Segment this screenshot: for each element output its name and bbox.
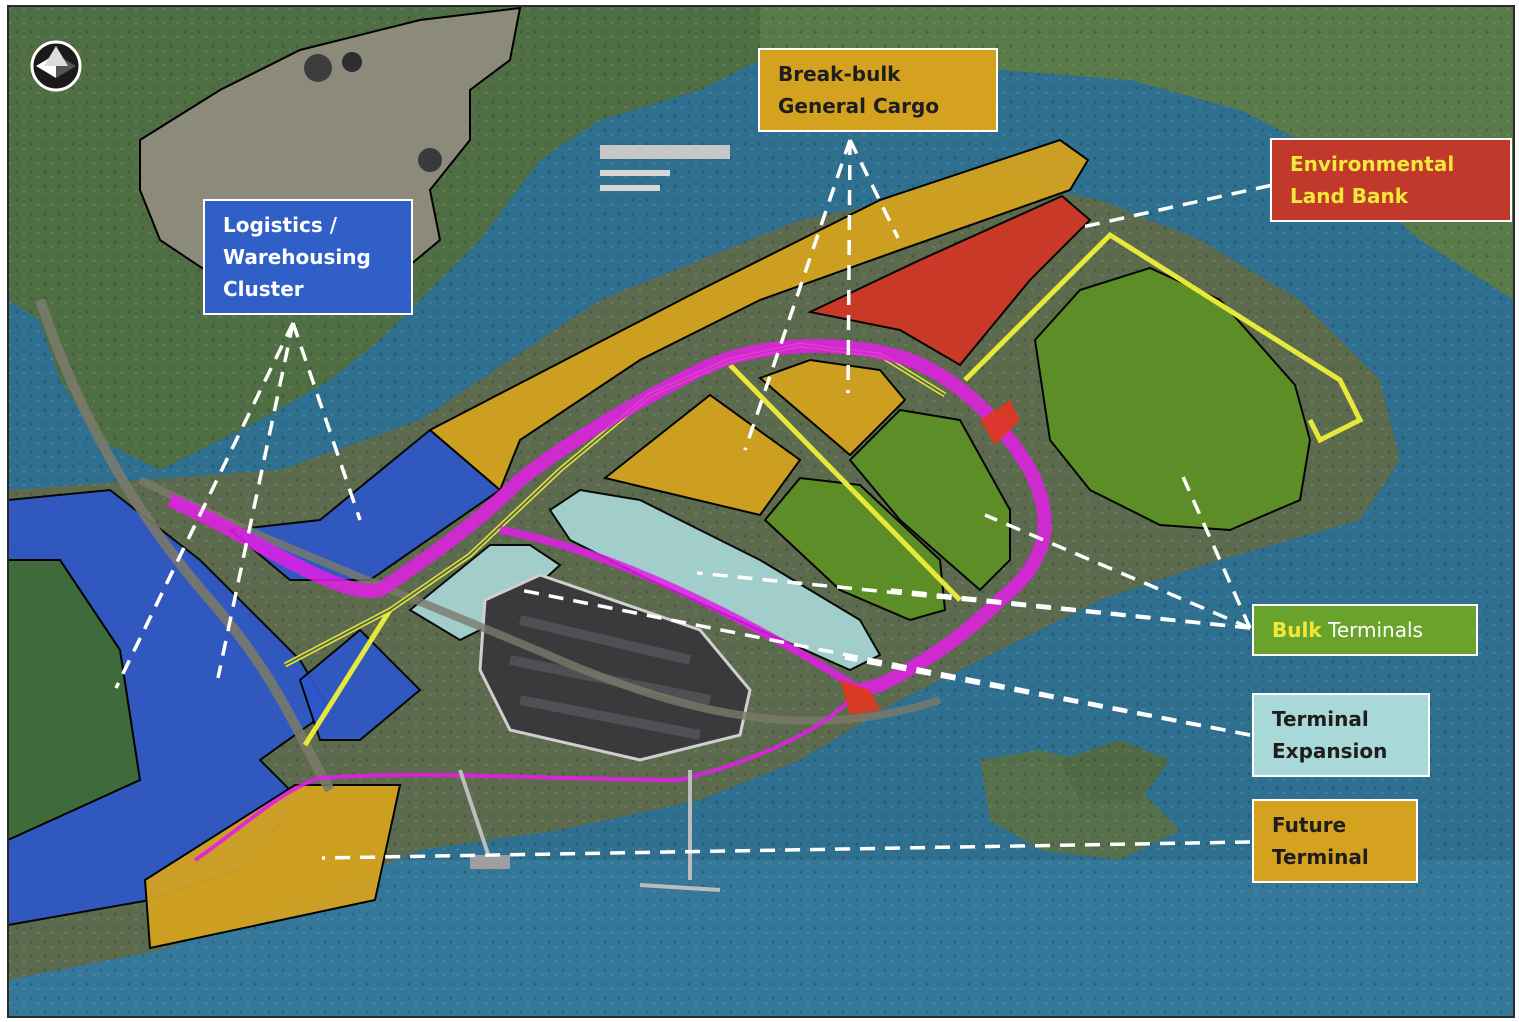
label-environmental-land-bank: Environmental Land Bank	[1270, 138, 1512, 222]
label-termexp-line2: Expansion	[1272, 739, 1388, 763]
label-logistics-warehousing: Logistics / Warehousing Cluster	[203, 199, 413, 315]
label-bulk-highlight: Bulk	[1272, 618, 1322, 642]
label-breakbulk-general-cargo: Break-bulk General Cargo	[758, 48, 998, 132]
access-road-main	[167, 339, 1052, 697]
access-road-south	[193, 698, 852, 862]
label-future-line2: Terminal	[1272, 845, 1369, 869]
label-env-line2: Land Bank	[1290, 184, 1409, 208]
label-logistics-line1: Logistics /	[223, 213, 338, 237]
label-termexp-line1: Terminal	[1272, 707, 1369, 731]
label-breakbulk-line1: Break-bulk	[778, 62, 901, 86]
label-future-line1: Future	[1272, 813, 1347, 837]
north-arrow-compass-icon	[30, 40, 82, 92]
label-bulk-terminals: Bulk Terminals	[1252, 604, 1478, 656]
label-env-line1: Environmental	[1290, 152, 1455, 176]
zone-breakbulk-north	[758, 358, 907, 457]
zone-bulk-b	[848, 408, 1011, 592]
label-logistics-line2: Warehousing	[223, 245, 371, 269]
zone-environmental	[806, 194, 1092, 367]
zone-future-terminal	[143, 784, 402, 950]
zone-breakbulk-mid	[602, 393, 802, 517]
access-road-inner	[499, 526, 863, 694]
zone-bulk-c	[1033, 266, 1312, 532]
zone-breakbulk-long	[428, 138, 1090, 492]
callout-lines	[114, 139, 1296, 860]
storage-yard	[478, 573, 752, 762]
label-logistics-line3: Cluster	[223, 277, 304, 301]
label-terminal-expansion: Terminal Expansion	[1252, 693, 1430, 777]
label-future-terminal: Future Terminal	[1252, 799, 1418, 883]
label-bulk-rest: Terminals	[1321, 618, 1423, 642]
label-breakbulk-line2: General Cargo	[778, 94, 940, 118]
